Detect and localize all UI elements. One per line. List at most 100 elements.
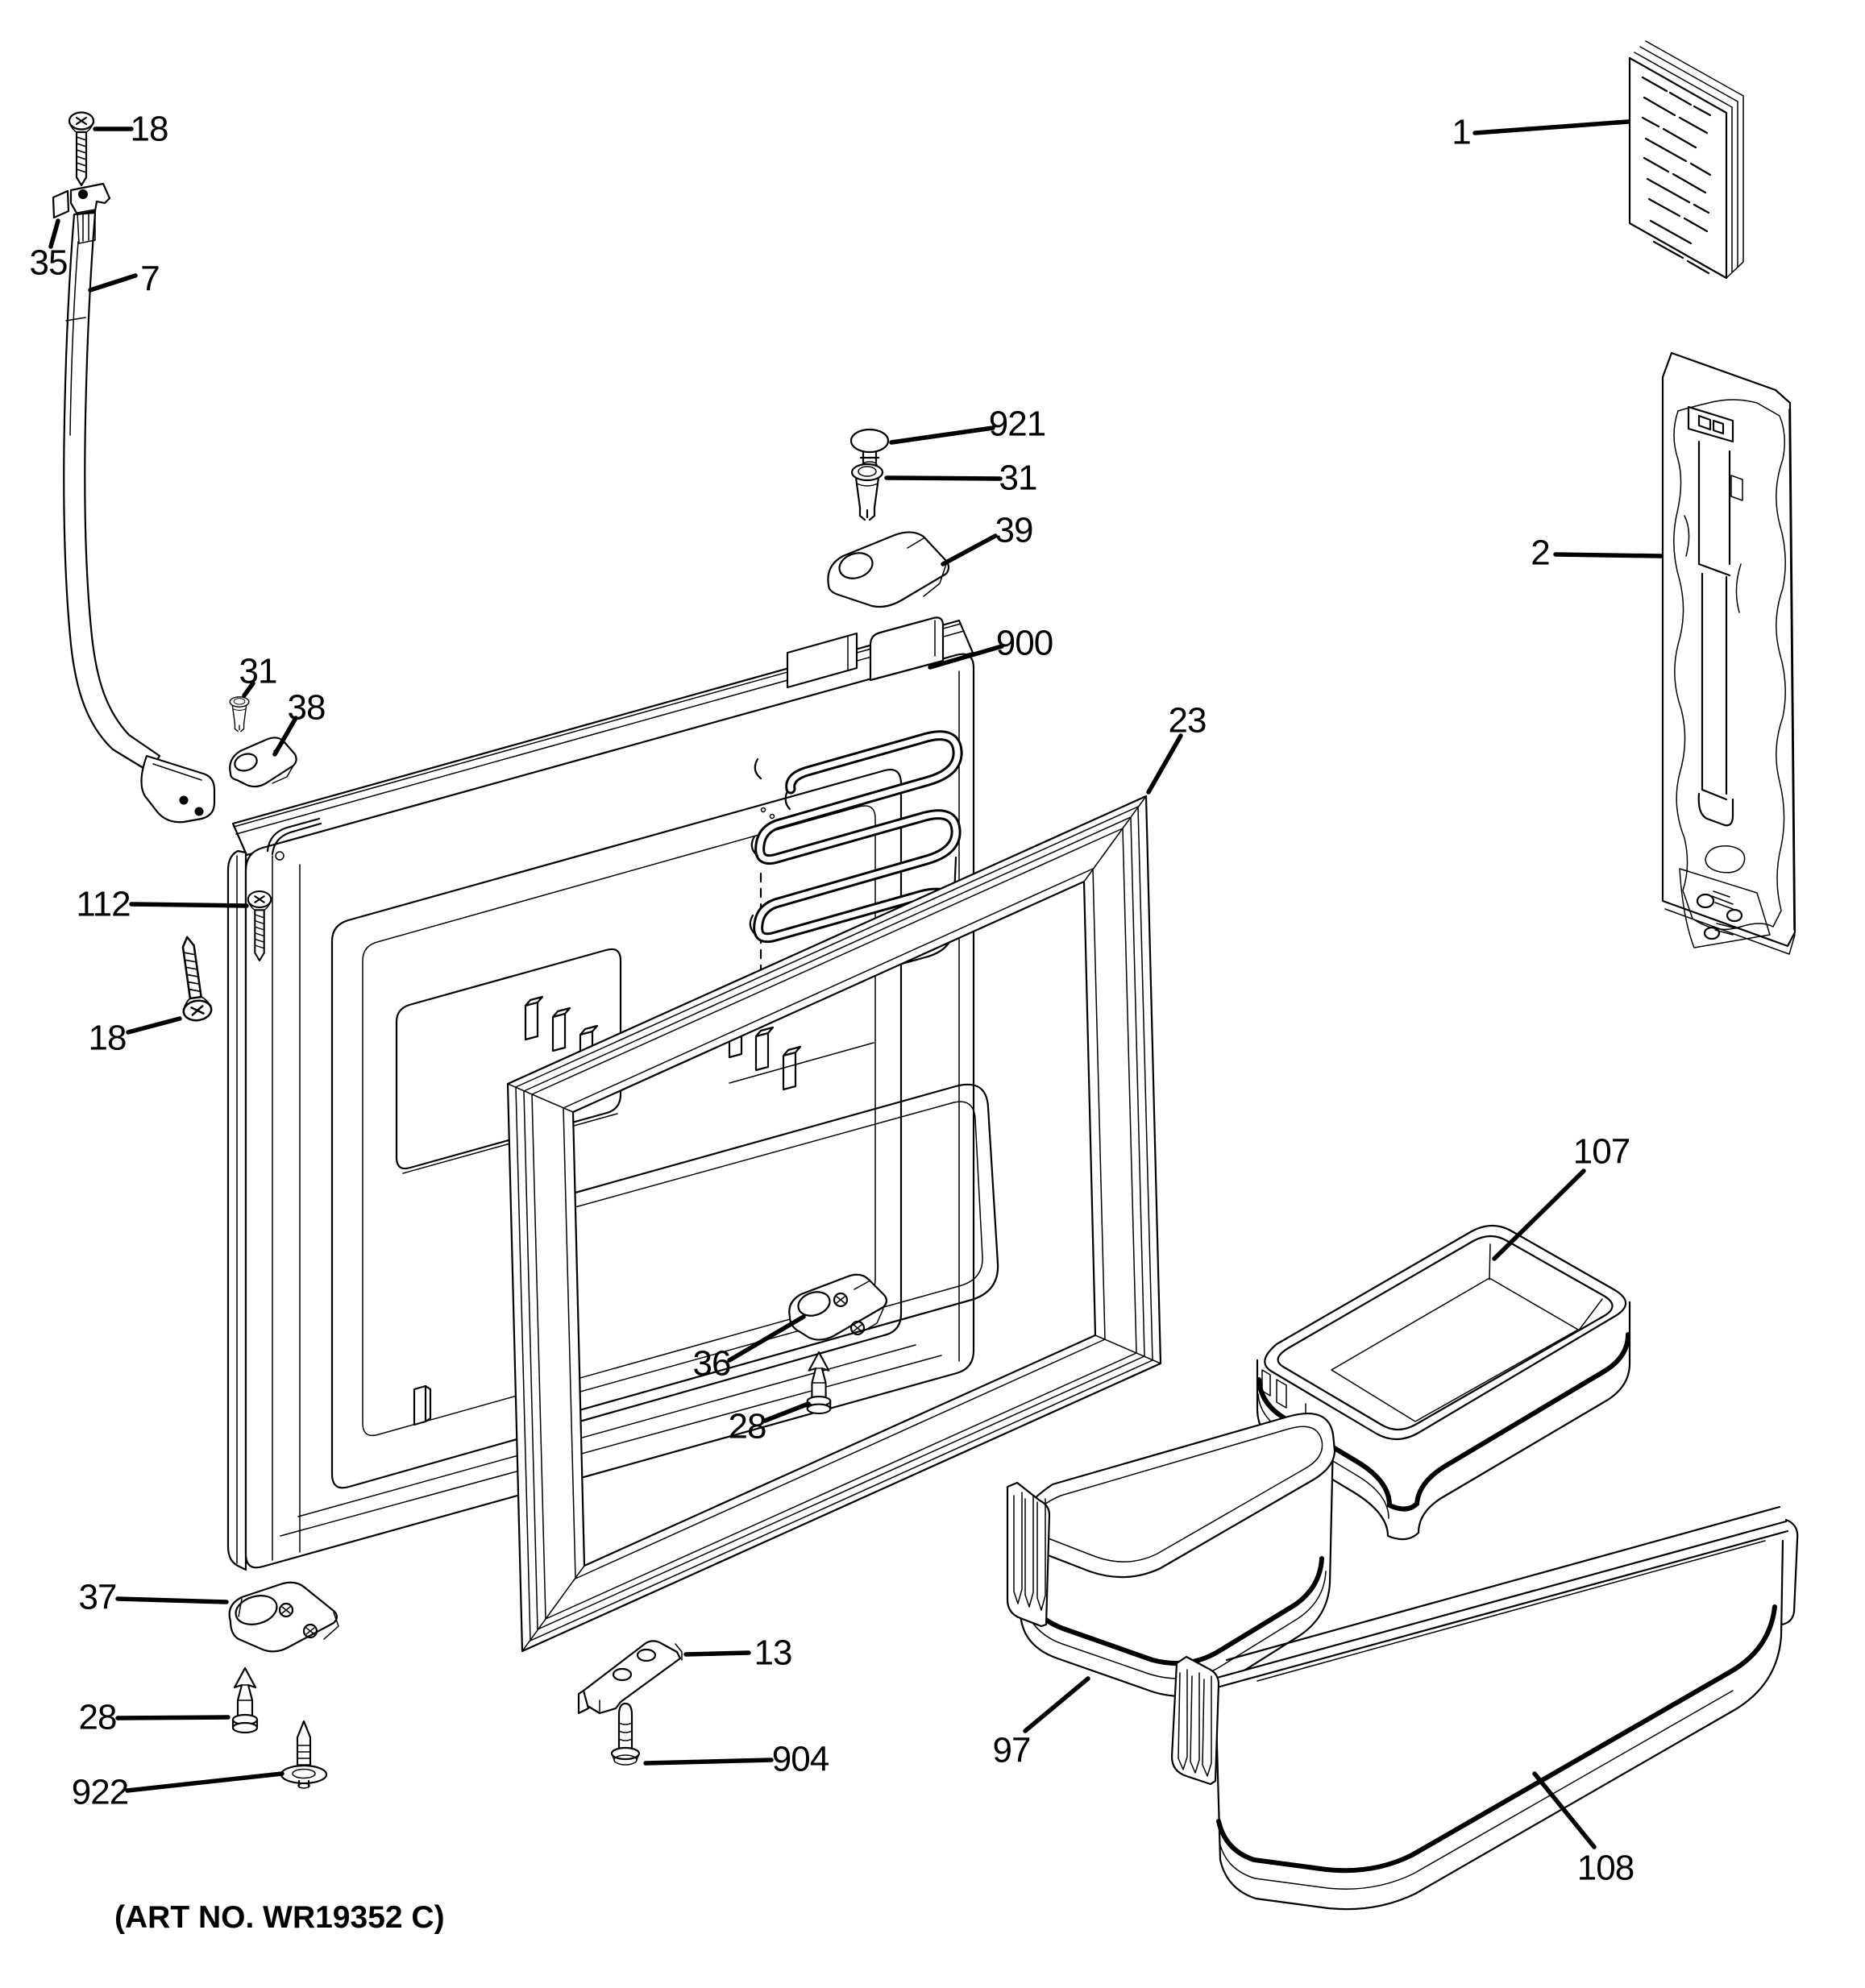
leader-line-38 xyxy=(272,716,298,757)
leader-line-23 xyxy=(1146,733,1183,795)
callout-28-center: 28 xyxy=(729,1401,811,1446)
leader-line-112 xyxy=(129,902,249,908)
part-number-2: 2 xyxy=(1531,533,1549,573)
part-number-18-left: 18 xyxy=(89,1019,127,1058)
part-number-37: 37 xyxy=(79,1578,117,1617)
leader-line-35 xyxy=(48,218,60,249)
leader-line-2 xyxy=(1553,552,1664,558)
part-number-108: 108 xyxy=(1577,1849,1634,1888)
leader-line-7 xyxy=(88,273,138,293)
door-shelf-108 xyxy=(1170,1505,1799,1911)
part-number-904: 904 xyxy=(772,1740,829,1779)
leader-line-922 xyxy=(125,1771,285,1793)
leader-line-18-left xyxy=(126,1016,182,1035)
part-number-23: 23 xyxy=(1169,701,1207,741)
callout-31-top: 31 xyxy=(884,459,1037,498)
freezer-door xyxy=(226,616,999,1571)
part-number-922: 922 xyxy=(72,1773,128,1812)
leader-line-28-center xyxy=(762,1401,811,1423)
part-number-112: 112 xyxy=(76,885,130,924)
leader-line-97 xyxy=(1023,1676,1090,1733)
part-number-7: 7 xyxy=(140,259,159,299)
callout-108: 108 xyxy=(1532,1771,1634,1888)
leader-line-36 xyxy=(727,1314,806,1363)
part-number-1: 1 xyxy=(1452,113,1470,152)
callout-107: 107 xyxy=(1492,1132,1630,1261)
part-number-13: 13 xyxy=(754,1633,792,1673)
grommet-31-left xyxy=(229,696,250,733)
door-bin-107 xyxy=(1256,1224,1631,1541)
part-number-31-top: 31 xyxy=(999,459,1037,498)
callout-904: 904 xyxy=(643,1740,830,1779)
plug-921 xyxy=(849,428,890,469)
part-number-921: 921 xyxy=(989,405,1045,444)
callout-39: 39 xyxy=(941,511,1033,567)
cover-plate-39 xyxy=(827,531,950,608)
push-pin-28-left xyxy=(231,1666,259,1734)
screw-904 xyxy=(610,1702,641,1766)
screw-18-left xyxy=(172,934,214,1023)
callout-38: 38 xyxy=(272,688,326,757)
part-number-28-center: 28 xyxy=(729,1407,766,1446)
leader-line-28-left xyxy=(115,1715,231,1720)
callout-18-left: 18 xyxy=(89,1016,182,1058)
part-number-97: 97 xyxy=(993,1731,1031,1770)
leader-line-921 xyxy=(889,425,995,445)
leader-line-900 xyxy=(928,644,1004,670)
bracket-13 xyxy=(577,1640,683,1715)
part-number-38: 38 xyxy=(288,688,326,728)
callout-97: 97 xyxy=(993,1676,1090,1770)
callout-13: 13 xyxy=(683,1633,792,1673)
callout-921: 921 xyxy=(889,405,1046,445)
booklet-text-lines xyxy=(1641,76,1712,275)
leader-line-904 xyxy=(643,1758,774,1766)
leader-line-39 xyxy=(941,533,998,567)
door-corner-cap xyxy=(869,616,945,682)
bracket-36 xyxy=(788,1273,888,1341)
part-number-900: 900 xyxy=(996,624,1053,663)
callout-900: 900 xyxy=(928,624,1053,670)
door-bin-97 xyxy=(1006,1413,1336,1697)
grommet-31-top xyxy=(850,463,884,521)
callout-112: 112 xyxy=(76,885,249,924)
part-number-28-left: 28 xyxy=(79,1698,117,1737)
callout-31-left: 31 xyxy=(239,652,277,698)
callout-18-top: 18 xyxy=(93,110,168,149)
part-number-35: 35 xyxy=(30,243,68,283)
part-number-36: 36 xyxy=(693,1344,731,1384)
part-number-31-left: 31 xyxy=(239,652,277,691)
leader-line-108 xyxy=(1532,1771,1597,1849)
leader-line-107 xyxy=(1492,1168,1586,1261)
leader-line-13 xyxy=(683,1650,751,1657)
callout-37: 37 xyxy=(79,1578,229,1617)
screw-18-top xyxy=(68,111,95,187)
callout-36: 36 xyxy=(693,1314,806,1384)
hinge-foot-bracket xyxy=(140,754,216,824)
callout-28-left: 28 xyxy=(79,1698,231,1737)
hinge-top-bracket xyxy=(69,182,111,216)
door-gasket xyxy=(506,795,1162,1653)
part-number-18-top: 18 xyxy=(131,110,168,149)
owners-manual-booklet xyxy=(1628,40,1744,280)
leader-line-31-top xyxy=(884,475,1003,481)
cover-plate-38 xyxy=(229,737,297,788)
leader-line-37 xyxy=(115,1596,229,1604)
callout-1: 1 xyxy=(1452,113,1630,152)
kit-screw-bag xyxy=(1679,868,1771,948)
door-top-tab xyxy=(786,632,858,689)
hinge-arm xyxy=(63,182,216,824)
hinge-shim xyxy=(52,189,70,219)
hinge-kit-panel xyxy=(1661,351,1796,955)
callout-922: 922 xyxy=(72,1771,285,1812)
shrink-wrap-outline xyxy=(1673,399,1786,931)
rivet-922 xyxy=(280,1720,328,1789)
callout-35: 35 xyxy=(30,218,68,283)
callout-2: 2 xyxy=(1531,533,1664,573)
callout-23: 23 xyxy=(1146,701,1207,795)
leader-line-1 xyxy=(1472,119,1630,135)
leader-line-31-left xyxy=(242,681,255,698)
callout-7: 7 xyxy=(88,259,160,299)
part-number-39: 39 xyxy=(995,511,1033,550)
